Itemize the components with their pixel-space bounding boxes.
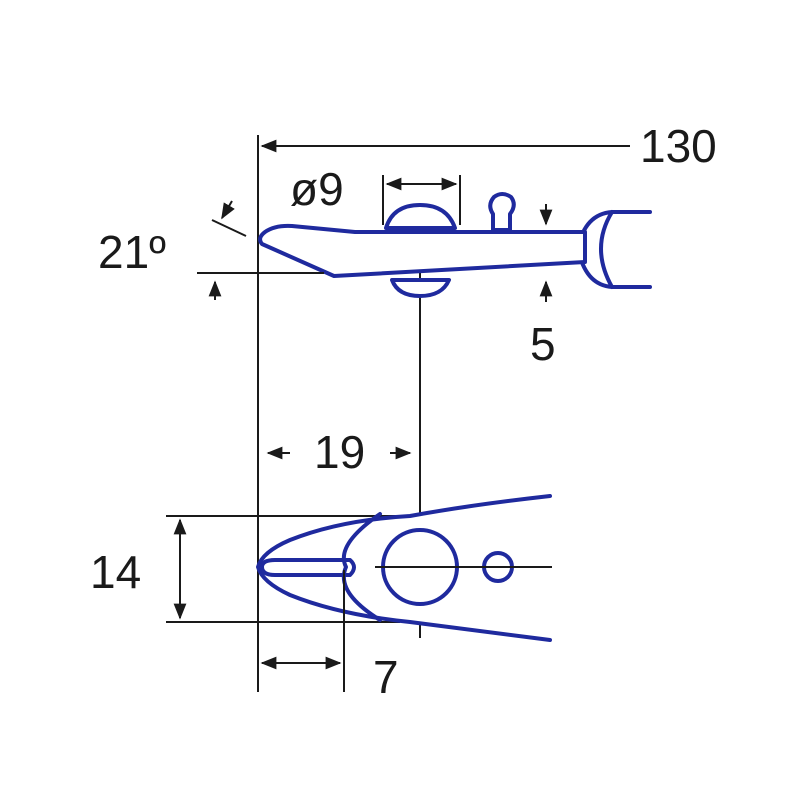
width-label: 14	[90, 546, 141, 598]
side-view	[258, 192, 652, 298]
side-handle-inner	[599, 210, 614, 289]
side-body	[258, 223, 587, 278]
jaw-angle-arrow-top	[221, 200, 235, 220]
jaw-angle-leader	[211, 219, 247, 237]
pivot-screw-bottom	[390, 278, 451, 298]
jaw-length-label: 7	[373, 651, 399, 703]
side-handle	[576, 210, 652, 289]
jaw-angle-label: 21º	[98, 226, 166, 278]
thickness-label: 5	[530, 318, 556, 370]
jaw-edge	[341, 512, 382, 622]
pivot-screw-top	[384, 203, 457, 230]
pivot-diameter-label: ø9	[290, 163, 344, 215]
jaw-blade	[260, 558, 356, 577]
pivot-distance-label: 19	[314, 426, 365, 478]
spring-pin	[488, 192, 516, 232]
overall-length-label: 130	[640, 120, 717, 172]
